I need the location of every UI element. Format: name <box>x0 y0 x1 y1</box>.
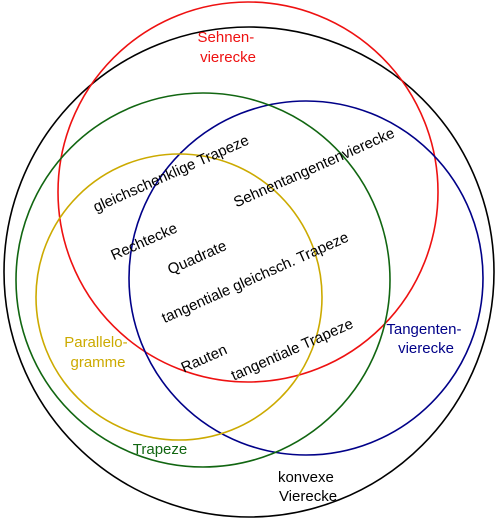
cyclic-quadrilaterals-circle <box>57 1 439 383</box>
tangential-label: Tangenten- vierecke <box>386 321 465 357</box>
isosceles-trapezoids-label: gleichschenklige Trapeze <box>91 132 252 216</box>
rhombi-label: Rauten <box>179 341 230 376</box>
trapezoids-circle <box>15 92 391 468</box>
parallelogram-label: Parallelo- gramme <box>64 334 132 371</box>
convex-quadrilaterals-circle <box>3 26 495 518</box>
trapezoid-label: Trapeze <box>133 441 187 458</box>
tangential-isosceles-trapezoids-label: tangentiale gleichsch. Trapeze <box>159 229 351 327</box>
tangential-trapezoids-label: tangentiale Trapeze <box>229 315 356 384</box>
convex-label: konvexe Vierecke <box>278 469 338 505</box>
rectangles-label: Rechtecke <box>108 220 180 264</box>
cyclic-label: Sehnen- vierecke <box>198 29 259 66</box>
parallelograms-circle <box>35 153 323 441</box>
bicentric-label: Sehnentangentenvierecke <box>231 125 397 211</box>
squares-label: Quadrate <box>165 237 229 278</box>
tangential-quadrilaterals-circle <box>128 100 484 456</box>
